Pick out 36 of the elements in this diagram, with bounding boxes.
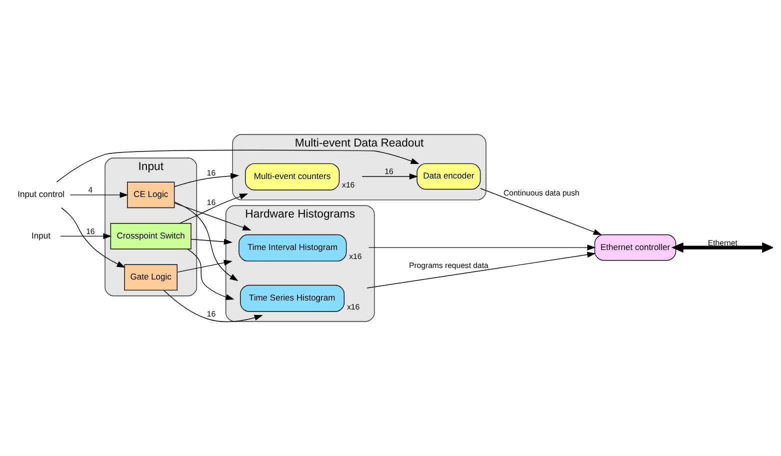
arrow (56, 150, 419, 182)
arrow (361, 173, 418, 180)
edge-label: 16 (86, 226, 94, 236)
arrow (480, 188, 602, 236)
node-label: x16 (348, 252, 362, 261)
node-box: CE Logic (126, 182, 174, 208)
edge-label: 16 (206, 198, 216, 207)
arrow (670, 242, 772, 253)
arrow (178, 194, 248, 224)
arrow (69, 192, 128, 198)
node-label: x16 (342, 180, 354, 190)
arrow (190, 238, 232, 245)
edge-label: 16 (206, 309, 216, 318)
edge-label: Programs request data (408, 261, 488, 270)
arrow (60, 207, 125, 268)
arrow (174, 202, 238, 282)
arrow (162, 290, 262, 322)
arrow (186, 248, 234, 300)
edge-label: Continuous data push (502, 188, 579, 198)
arrow (368, 244, 596, 251)
node-box: Crosspoint Switch (110, 223, 191, 250)
arrow (173, 202, 251, 230)
edge-label: 16 (384, 167, 393, 176)
edge-label: 16 (206, 168, 216, 178)
node-box: Data encoder (416, 163, 480, 190)
node-box: Ethernet controller (594, 234, 676, 261)
arrow (366, 252, 596, 288)
node-text: Input control (17, 189, 64, 200)
arrow (176, 260, 232, 273)
node-text: Input (31, 230, 50, 240)
node-label: x16 (346, 302, 360, 312)
edge-label: 4 (88, 186, 92, 195)
edge-label: Ethernet (707, 238, 737, 248)
arrow (60, 233, 112, 240)
arrow (174, 173, 239, 187)
node-box: Gate Logic (124, 264, 177, 291)
